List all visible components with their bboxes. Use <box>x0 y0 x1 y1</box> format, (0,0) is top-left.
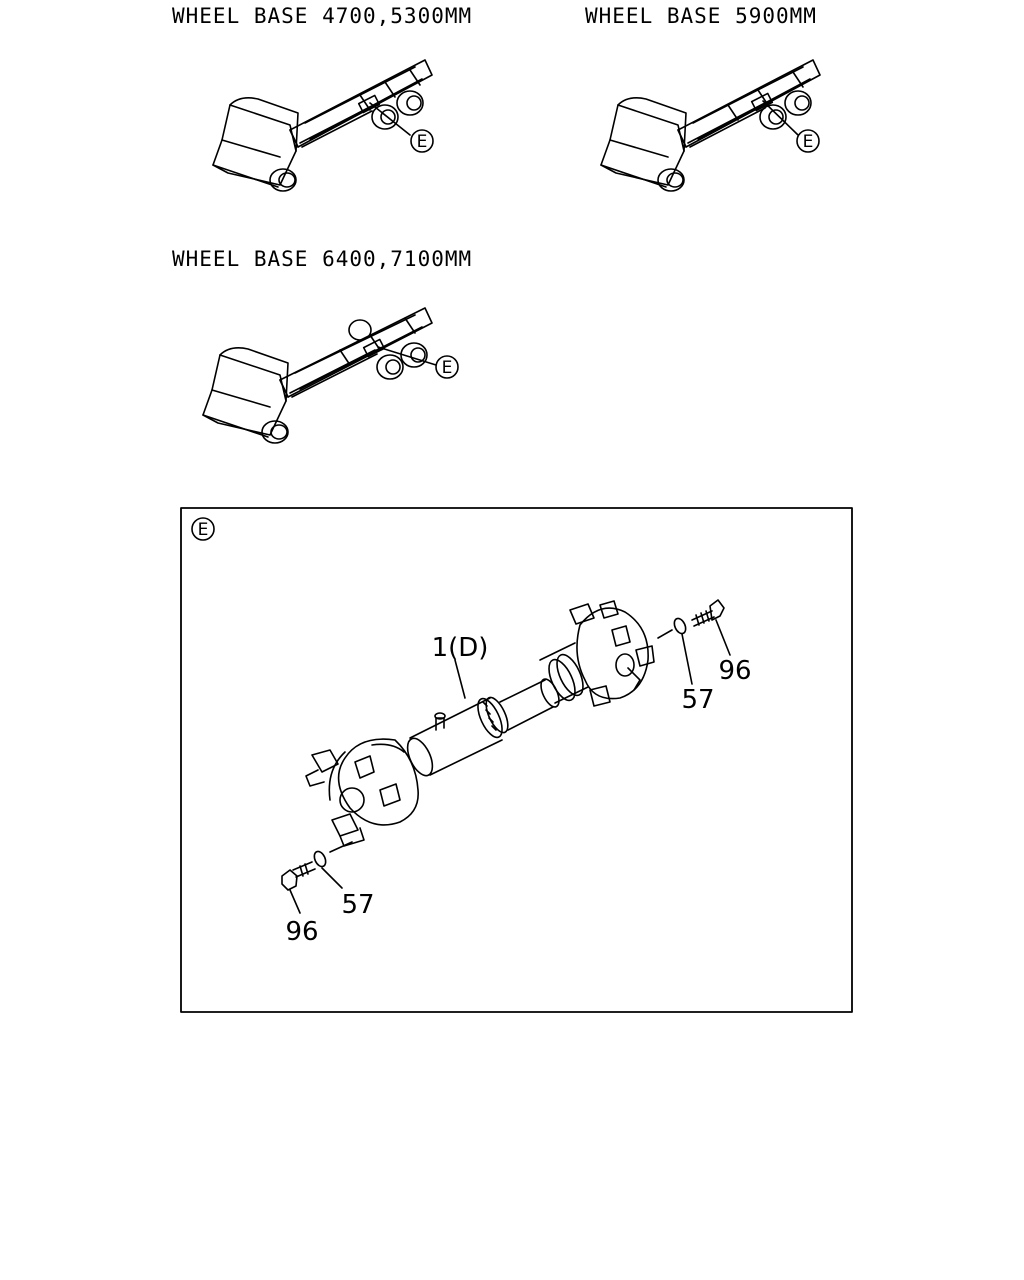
callout-96-left: 96 <box>285 917 318 947</box>
marker-e-truck-3: E <box>442 358 453 378</box>
callout-1d: 1(D) <box>432 633 489 663</box>
caption-wheel-base-5900: WHEEL BASE 5900MM <box>585 4 817 28</box>
propeller-shaft-assembly <box>305 600 655 847</box>
truck-illustration-1: E <box>212 59 434 192</box>
fastener-right <box>657 599 731 685</box>
detail-box-label: E <box>198 520 209 540</box>
caption-wheel-base-4700-5300: WHEEL BASE 4700,5300MM <box>172 4 473 28</box>
caption-wheel-base-6400-7100: WHEEL BASE 6400,7100MM <box>172 247 473 271</box>
fastener-left <box>281 841 353 914</box>
detail-box-e <box>180 507 853 1013</box>
callout-57-left: 57 <box>341 890 374 920</box>
callout-96-right: 96 <box>718 656 751 686</box>
marker-e-truck-2: E <box>803 132 814 152</box>
leader-1d <box>454 659 466 699</box>
truck-illustration-3: E <box>202 307 459 444</box>
marker-e-truck-1: E <box>417 132 428 152</box>
callout-57-right: 57 <box>681 685 714 715</box>
truck-illustration-2: E <box>600 59 821 192</box>
